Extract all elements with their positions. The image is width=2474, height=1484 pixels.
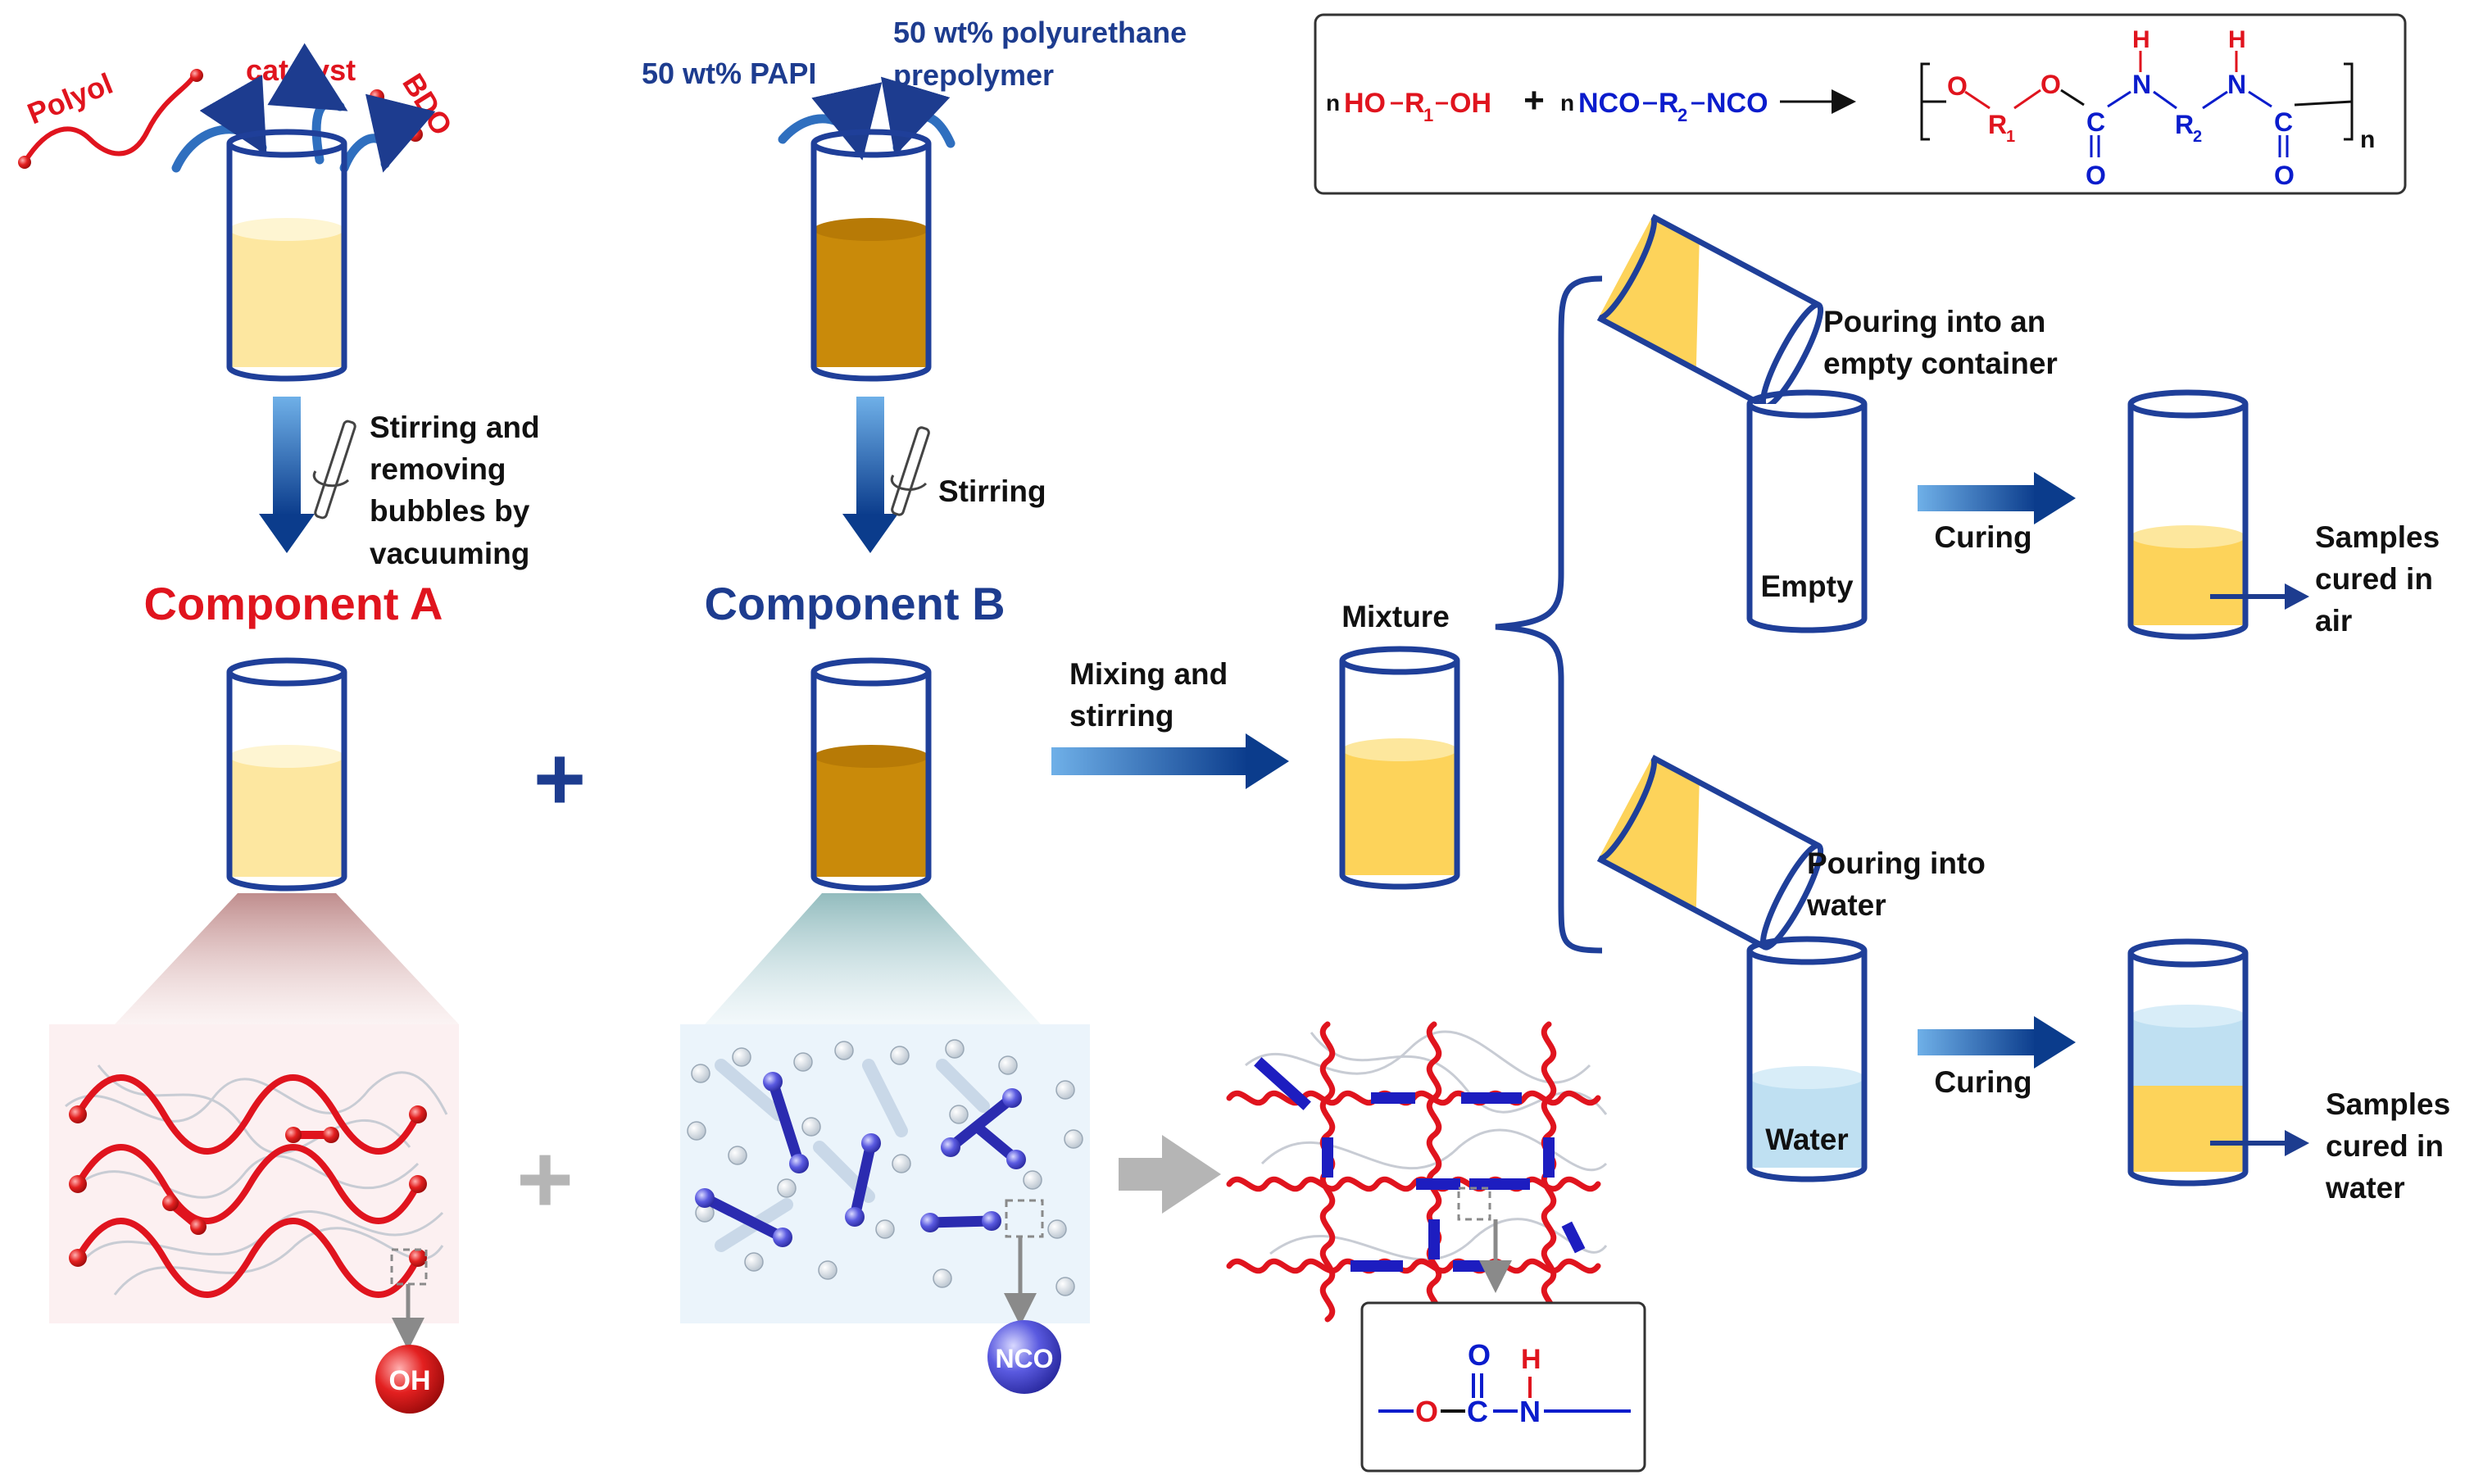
- beaker-a-top: [226, 129, 347, 382]
- svg-text:N: N: [2227, 70, 2246, 99]
- oh-group-label: OH: [389, 1365, 431, 1396]
- gray-arrow-product: [1119, 1135, 1221, 1214]
- empty-container: [1746, 389, 1868, 633]
- svg-text:n: n: [1560, 90, 1574, 116]
- hydroxyl-end-beads-a: [69, 1105, 427, 1267]
- urethane-linkage-box: [1360, 1301, 1646, 1473]
- reaction-equation-box: [1314, 13, 2407, 195]
- svg-text:NCO: NCO: [1578, 88, 1641, 119]
- beaker-b-top: [810, 129, 932, 382]
- svg-text:R: R: [2175, 110, 2194, 139]
- svg-text:C: C: [1467, 1395, 1488, 1428]
- beaker-mixture: [1339, 646, 1460, 890]
- zoom-cone-a: [115, 893, 459, 1024]
- svg-text:OH: OH: [1450, 88, 1491, 119]
- empty-label: Empty: [1760, 570, 1854, 603]
- stir-rod-a-icon: [312, 420, 356, 520]
- pour-arrows-a-icon: [171, 43, 436, 173]
- red-polyol-strands-product: [1226, 1021, 1601, 1323]
- stir-rod-b-icon: [890, 426, 930, 516]
- svg-text:C: C: [2274, 107, 2293, 137]
- split-brace: [1495, 275, 1603, 954]
- svg-text:N: N: [1519, 1395, 1541, 1428]
- isocyanate-beads-b: [695, 1072, 1026, 1247]
- curing-water-label: Curing: [1934, 1065, 2031, 1099]
- svg-text:1: 1: [1423, 105, 1433, 125]
- pour-water-text: Pouring into water: [1806, 846, 1994, 922]
- plus-sign-bottom: +: [516, 1124, 574, 1234]
- pour-empty-text: Pouring into an empty container: [1823, 305, 2058, 380]
- stirring-b-text: Stirring: [938, 474, 1046, 508]
- arrow-right-mixing: [1051, 733, 1289, 789]
- component-b-title: Component B: [704, 578, 1005, 629]
- svg-text:n: n: [1326, 90, 1340, 116]
- beaker-a: [226, 657, 347, 892]
- urethane-linkage-structure: O C O N H: [1378, 1338, 1631, 1428]
- nco-white-beads-b: [687, 1039, 1083, 1296]
- mixture-label: Mixture: [1341, 600, 1450, 633]
- sample-pointer-water: [2210, 1130, 2309, 1156]
- nco-group-label: NCO: [995, 1344, 1053, 1373]
- svg-text:O: O: [2274, 161, 2295, 190]
- svg-text:H: H: [2132, 26, 2150, 53]
- urethane-focus-box: [1457, 1187, 1491, 1221]
- arrow-right-curing-air: [1918, 472, 2076, 524]
- sample-pointer-air: [2210, 583, 2309, 610]
- tilted-beaker-air: [1596, 214, 1824, 410]
- polyol-chains-a: [75, 1074, 421, 1298]
- zoom-cone-b: [705, 893, 1041, 1024]
- svg-text:n: n: [2360, 126, 2375, 153]
- oh-group-ball: [375, 1345, 444, 1414]
- reaction-equation: n HO R 1 OH + n NCO R 2 NCO O R 1 O C O …: [1326, 26, 2375, 190]
- curing-air-label: Curing: [1934, 520, 2031, 554]
- samples-water-text: Samples cured in water: [2325, 1087, 2458, 1205]
- catalyst-label: catalyst: [246, 53, 356, 87]
- svg-text:H: H: [2228, 26, 2246, 53]
- svg-text:2: 2: [1677, 105, 1687, 125]
- svg-text:NCO: NCO: [1706, 88, 1768, 119]
- polyol-label: Polyol: [23, 66, 118, 130]
- svg-text:R: R: [1988, 110, 2007, 139]
- beaker-b: [810, 657, 932, 892]
- arrow-down-b: [842, 397, 898, 553]
- arrow-down-a: [259, 397, 315, 553]
- svg-text:O: O: [2040, 70, 2061, 99]
- svg-text:2: 2: [2193, 128, 2202, 146]
- water-container: [1746, 936, 1868, 1182]
- nco-focus-box: [1005, 1199, 1044, 1238]
- svg-text:R: R: [1659, 88, 1679, 119]
- svg-text:O: O: [1415, 1395, 1438, 1428]
- svg-text:H: H: [1521, 1344, 1541, 1375]
- prepolymer-label: 50 wt% polyurethane prepolymer: [893, 16, 1195, 92]
- svg-text:1: 1: [2006, 128, 2015, 146]
- svg-text:C: C: [2086, 107, 2105, 137]
- bdo-label: BDO: [396, 68, 459, 142]
- arrow-right-curing-water: [1918, 1016, 2076, 1069]
- blue-crosslinks-product: [1254, 1057, 1586, 1272]
- beaker-cured-water: [2127, 938, 2249, 1187]
- svg-text:O: O: [1947, 71, 1968, 101]
- svg-text:+: +: [1523, 80, 1545, 120]
- svg-text:HO: HO: [1344, 88, 1386, 119]
- mixing-stirring-text: Mixing and stirring: [1069, 657, 1237, 733]
- svg-text:R: R: [1405, 88, 1425, 119]
- water-label: Water: [1765, 1123, 1848, 1156]
- stirring-vacuuming-text: Stirring and removing bubbles by vacuumi…: [370, 411, 548, 570]
- samples-air-text: Samples cured in air: [2315, 520, 2448, 638]
- svg-text:O: O: [1468, 1338, 1491, 1372]
- plus-sign-top: +: [533, 728, 586, 829]
- tilted-beaker-water: [1596, 755, 1824, 951]
- svg-text:N: N: [2132, 70, 2151, 99]
- component-a-title: Component A: [144, 578, 443, 629]
- nco-group-ball: [987, 1320, 1061, 1394]
- beaker-cured-air: [2127, 389, 2249, 640]
- papi-label: 50 wt% PAPI: [642, 57, 816, 90]
- svg-text:O: O: [2086, 161, 2106, 190]
